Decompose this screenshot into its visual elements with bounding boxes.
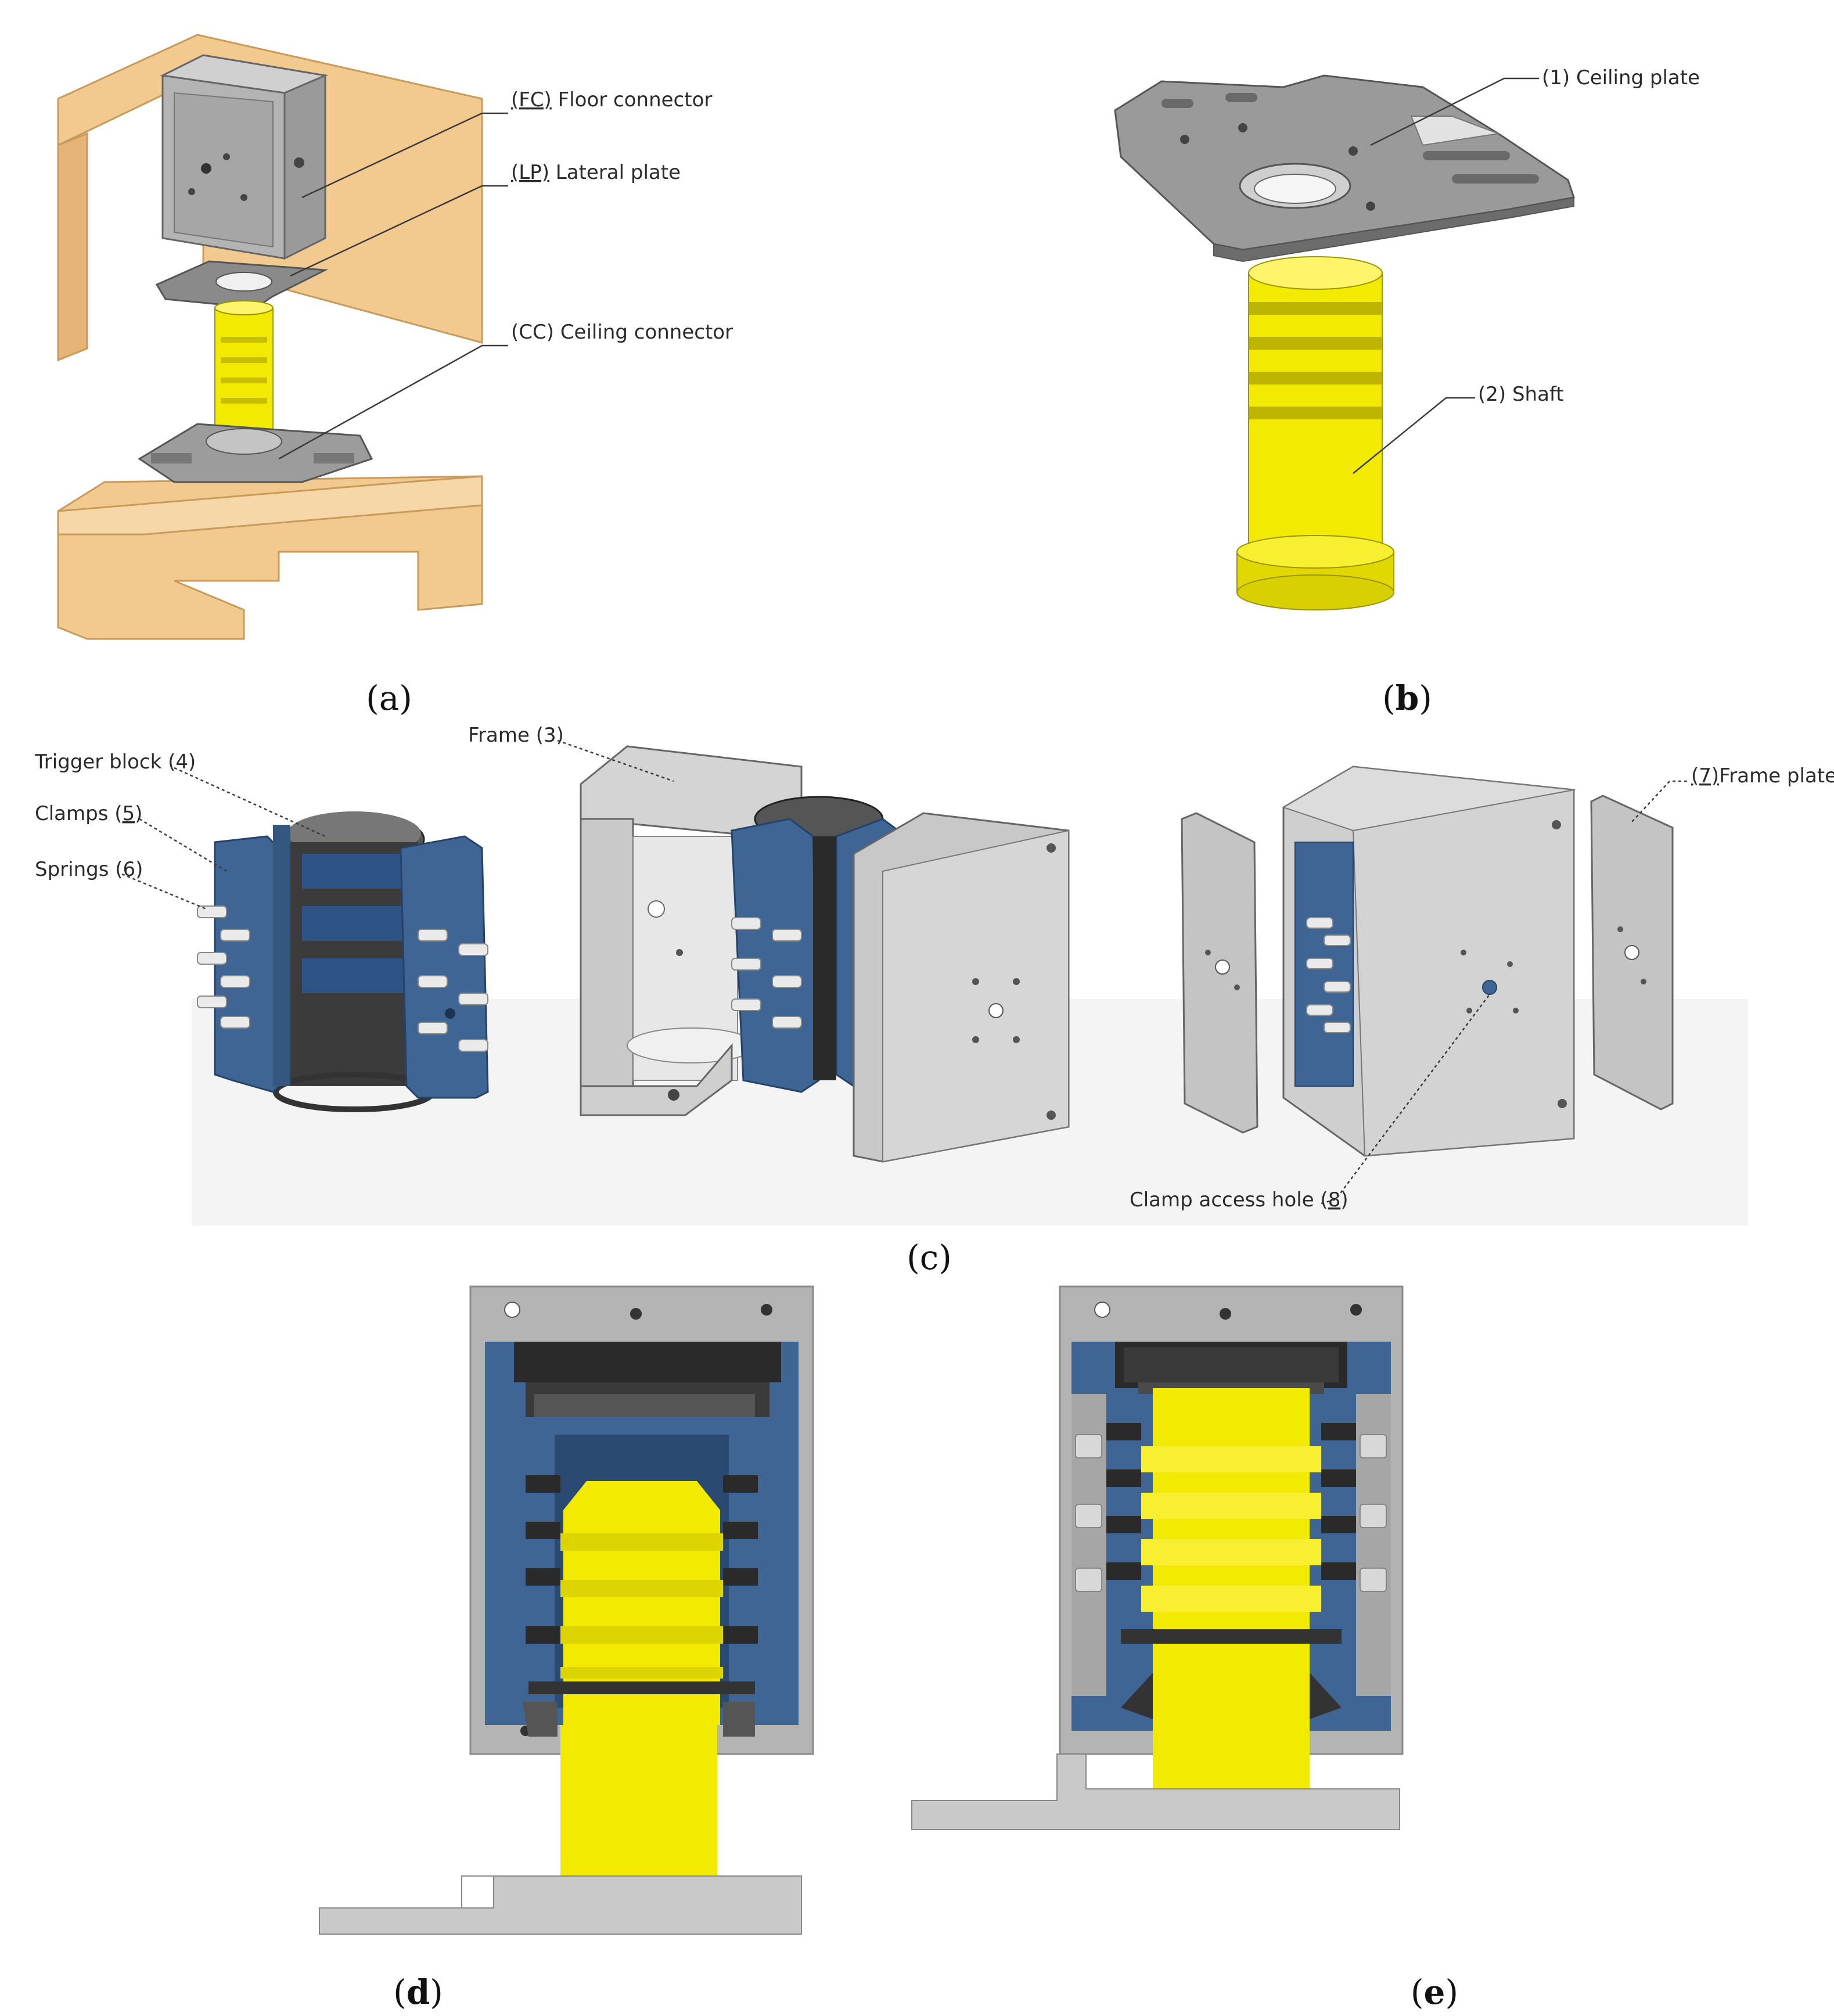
caption-a: (a)	[366, 678, 412, 718]
label-frame: Frame (3)	[468, 724, 564, 747]
shaft-e	[1141, 1388, 1321, 1830]
ceiling-connector-plate	[138, 423, 373, 483]
shaft-d	[560, 1481, 723, 1934]
floor-connector-block	[160, 54, 329, 260]
label-clamp-access-hole: Clamp access hole (8)	[1130, 1188, 1348, 1212]
label-clamps: Clamps (5)	[35, 802, 142, 825]
ceiling-plate-d	[319, 1875, 802, 1935]
clamp-access-hole	[1482, 980, 1497, 995]
label-springs: Springs (6)	[35, 858, 143, 881]
panel-b-illustration: (1) Ceiling plate (2) Shaft	[1114, 66, 1700, 610]
leader-clamp-access	[1321, 994, 1490, 1205]
clamp-back	[273, 825, 290, 1086]
leader-shaft	[1353, 397, 1475, 474]
clamp-right	[400, 835, 489, 1099]
springs	[197, 905, 488, 1052]
shaft-b	[1236, 256, 1394, 610]
caption-d: (d)	[393, 1972, 443, 2012]
caption-b-letter: b	[1396, 678, 1419, 718]
panel-c-illustration: Trigger block (4) Clamps (5) Springs (6)…	[34, 724, 1834, 1226]
caption-d-letter: d	[407, 1972, 430, 2012]
lateral-plate	[155, 260, 329, 309]
label-cc: (CC) Ceiling connector	[511, 321, 733, 344]
label-trigger-block: Trigger block (4)	[34, 750, 196, 774]
caption-e-letter: e	[1424, 1972, 1445, 2012]
leader-springs	[121, 873, 207, 910]
clamp-assembly-open	[197, 811, 489, 1112]
leader-trigger-block	[174, 767, 326, 838]
leader-ceiling-plate	[1370, 77, 1539, 146]
leader-lp	[290, 185, 508, 277]
wood-beam-ceiling	[57, 475, 483, 640]
frame-closed	[1181, 766, 1674, 1157]
label-shaft: (2) Shaft	[1478, 383, 1564, 406]
leader-frame-plate	[1631, 780, 1687, 822]
frame-with-clamps	[580, 745, 1070, 1163]
leader-clamps	[139, 818, 227, 872]
wood-wall-side	[57, 132, 88, 362]
ceiling-plate-e	[911, 1753, 1400, 1830]
leader-cc	[278, 344, 508, 460]
shaft-a	[214, 300, 274, 442]
label-lp: (LP) Lateral plate	[511, 161, 681, 184]
caption-c: (c)	[907, 1238, 952, 1277]
ceiling-plate-b	[1114, 74, 1575, 263]
leader-fc	[301, 112, 508, 199]
panel-d-section-view	[319, 1285, 814, 1935]
caption-e: (e)	[1411, 1972, 1458, 2012]
frame-back-wall	[580, 818, 634, 1087]
caption-b: (b)	[1382, 678, 1432, 718]
label-fc: (FC) Floor connector	[511, 88, 712, 112]
panel-a-illustration: (FC) Floor connector (LP) Lateral plate …	[57, 34, 733, 640]
panel-e-section-view	[911, 1285, 1404, 1830]
label-ceiling-plate: (1) Ceiling plate	[1542, 66, 1700, 89]
label-frame-plate: (7)Frame plate	[1691, 764, 1834, 788]
